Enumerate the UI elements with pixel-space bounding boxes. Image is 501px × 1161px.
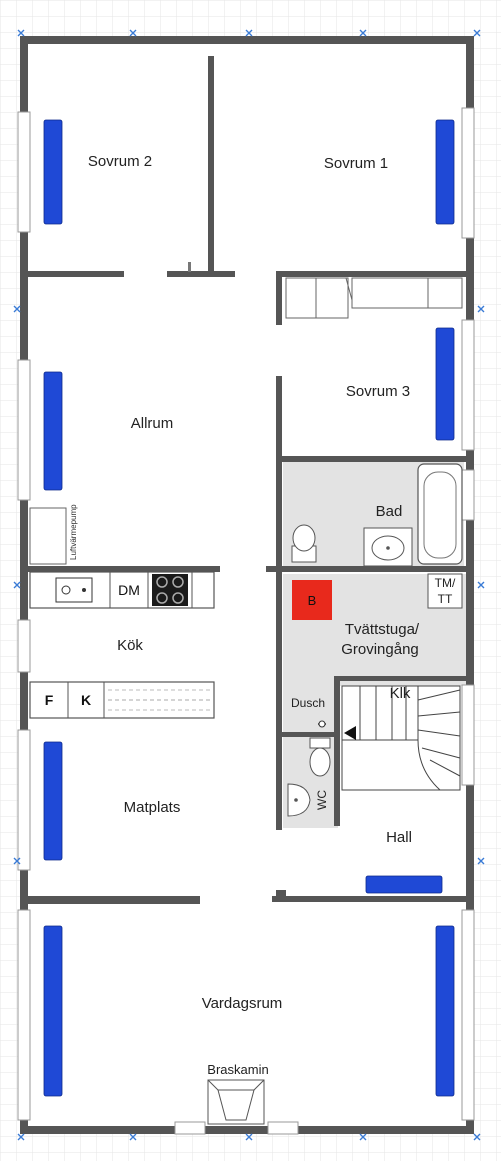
kitchen-counter-top xyxy=(29,571,215,609)
fridge-label: F xyxy=(45,692,54,708)
fireplace-icon xyxy=(207,1079,265,1125)
room-label-dusch: Dusch xyxy=(291,696,325,710)
stair-icon xyxy=(341,685,461,791)
radiator-sovrum2 xyxy=(43,119,63,225)
dusch-floor xyxy=(283,686,338,736)
radiator-vardagsrum-right xyxy=(435,925,455,1097)
toilet-icon xyxy=(291,524,317,563)
freezer-label: K xyxy=(81,692,91,708)
interior-walls xyxy=(22,56,468,904)
radiator-sovrum1 xyxy=(435,119,455,225)
boiler xyxy=(292,580,332,620)
wardrobes xyxy=(285,277,463,319)
air-unit xyxy=(29,507,67,565)
washer-label: TM/ xyxy=(435,576,456,590)
room-label-bad: Bad xyxy=(376,503,403,520)
room-label-allrum: Allrum xyxy=(131,415,174,432)
boiler-label: B xyxy=(308,593,317,608)
room-label-tvattstuga-1: Tvättstuga/ xyxy=(345,621,420,638)
wc-toilet-icon xyxy=(309,737,331,777)
room-label-hall: Hall xyxy=(386,829,412,846)
room-label-sovrum1: Sovrum 1 xyxy=(324,155,388,172)
dryer-label: TT xyxy=(438,592,453,606)
kitchen-counter-bottom xyxy=(29,681,215,719)
radiator-vardagsrum-left xyxy=(43,925,63,1097)
radiator-allrum xyxy=(43,371,63,491)
room-label-klk: Klk xyxy=(390,685,411,702)
bad-sink-icon xyxy=(363,527,413,567)
radiator-hall xyxy=(365,875,443,894)
room-label-matplats: Matplats xyxy=(124,799,181,816)
radiator-sovrum3 xyxy=(435,327,455,441)
radiator-matplats xyxy=(43,741,63,861)
air-unit-label: Luftvärmepump xyxy=(69,504,78,560)
wc-label: WC xyxy=(315,790,329,810)
edge-markers xyxy=(13,29,485,1141)
stove-icon xyxy=(152,574,188,606)
room-label-sovrum2: Sovrum 2 xyxy=(88,153,152,170)
room-label-braskamin: Braskamin xyxy=(207,1062,268,1077)
washer-dryer xyxy=(427,573,463,609)
sink-icon xyxy=(55,577,93,603)
bathtub-icon xyxy=(417,463,463,565)
dishwasher-label: DM xyxy=(118,582,140,598)
arrow-left-icon xyxy=(344,726,356,740)
radiators xyxy=(43,119,455,1097)
windows xyxy=(17,107,475,1135)
outer-walls xyxy=(20,36,474,1134)
room-label-vardagsrum: Vardagsrum xyxy=(202,995,283,1012)
shower-icon xyxy=(318,720,326,728)
room-label-tvattstuga-2: Grovingång xyxy=(341,641,419,658)
wc-sink-icon xyxy=(287,783,311,817)
room-label-kok: Kök xyxy=(117,637,143,654)
room-label-sovrum3: Sovrum 3 xyxy=(346,383,410,400)
